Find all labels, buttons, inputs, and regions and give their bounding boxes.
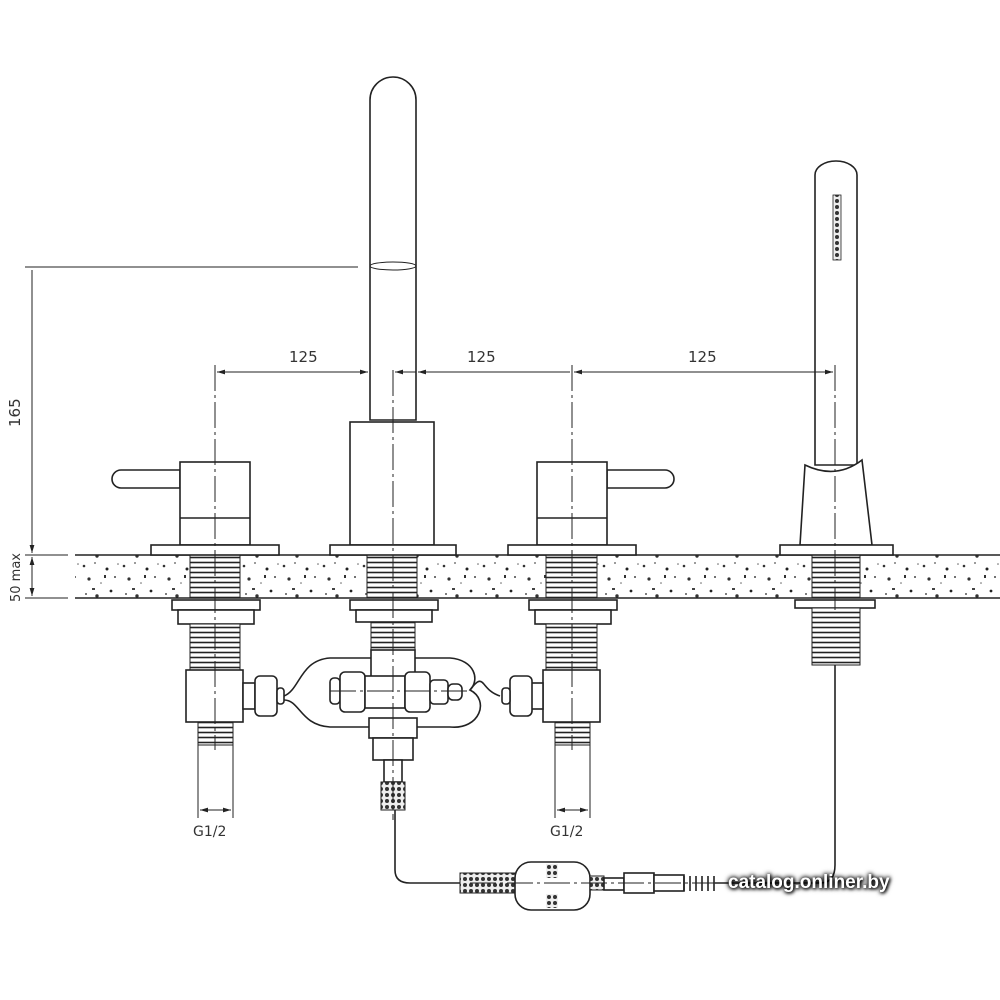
right-valve-underside <box>501 599 618 746</box>
thread-label-left: G1/2 <box>193 824 226 840</box>
diverter-assembly <box>283 599 501 811</box>
left-valve <box>111 461 280 556</box>
right-valve <box>507 461 675 556</box>
watermark: catalog.onliner.by <box>728 872 890 893</box>
deck-thickness-label: 50 max <box>9 553 24 602</box>
dimension-labels: 165 50 max 125 125 125 G1/2 G1/2 <box>6 348 717 840</box>
spacing-label-1: 125 <box>289 348 318 366</box>
dimension-lines <box>25 266 833 818</box>
spacing-label-3: 125 <box>688 348 717 366</box>
height-label: 165 <box>6 398 24 427</box>
spout <box>329 76 457 556</box>
spacing-label-2: 125 <box>467 348 496 366</box>
thread-label-right: G1/2 <box>550 824 583 840</box>
hand-shower <box>779 160 894 666</box>
centerlines <box>214 365 836 884</box>
left-valve-underside <box>171 599 285 746</box>
